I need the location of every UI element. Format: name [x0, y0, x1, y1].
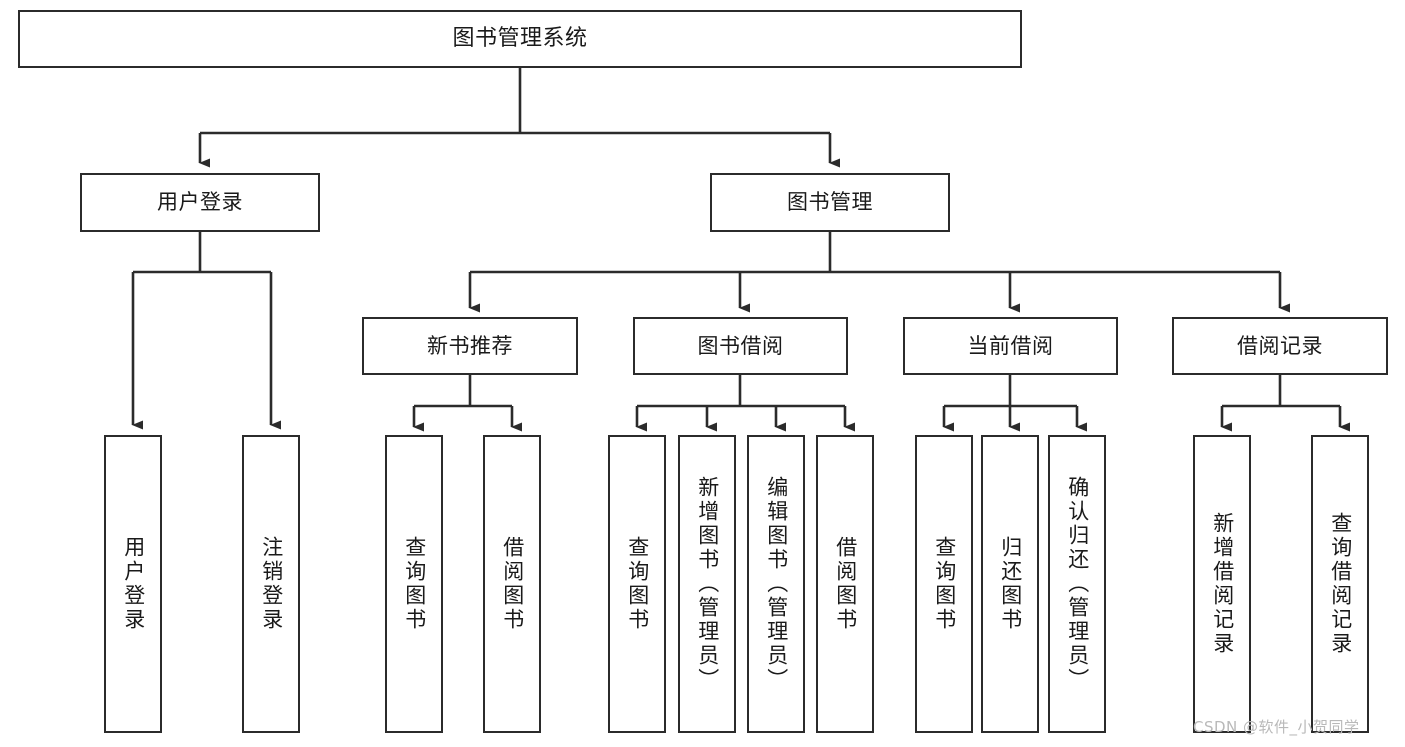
node-user-login[interactable]: 用户登录	[80, 173, 320, 232]
node-label: 借阅记录	[1237, 333, 1323, 358]
leaf-user-login-login[interactable]: 用户登录	[104, 435, 162, 733]
node-label: 图书管理系统	[452, 26, 588, 52]
leaf-new-book-query[interactable]: 查询图书	[385, 435, 443, 733]
leaf-book-borrow-add[interactable]: 新增图书（管理员）	[678, 435, 736, 733]
node-label: 借阅图书	[500, 536, 525, 632]
node-root-system[interactable]: 图书管理系统	[18, 10, 1022, 68]
node-label: 确认归还（管理员）	[1065, 476, 1090, 692]
node-book-borrow[interactable]: 图书借阅	[633, 317, 848, 375]
node-label: 借阅图书	[833, 536, 858, 632]
node-label: 用户登录	[121, 536, 146, 632]
watermark-text: CSDN @软件_小贺同学	[1193, 718, 1360, 736]
leaf-current-borrow-confirm-return[interactable]: 确认归还（管理员）	[1048, 435, 1106, 733]
leaf-current-borrow-return[interactable]: 归还图书	[981, 435, 1039, 733]
node-label: 查询图书	[932, 536, 957, 632]
node-label: 新增图书（管理员）	[695, 476, 720, 692]
leaf-user-login-logout[interactable]: 注销登录	[242, 435, 300, 733]
node-label: 图书借阅	[697, 333, 784, 358]
node-label: 查询图书	[625, 536, 650, 632]
leaf-book-borrow-query[interactable]: 查询图书	[608, 435, 666, 733]
node-new-book-recommend[interactable]: 新书推荐	[362, 317, 578, 375]
node-borrow-record[interactable]: 借阅记录	[1172, 317, 1388, 375]
node-label: 注销登录	[259, 536, 284, 632]
node-label: 查询借阅记录	[1328, 512, 1353, 656]
leaf-borrow-record-query[interactable]: 查询借阅记录	[1311, 435, 1369, 733]
node-label: 图书管理	[787, 190, 873, 215]
node-label: 编辑图书（管理员）	[764, 476, 789, 692]
node-current-borrow[interactable]: 当前借阅	[903, 317, 1118, 375]
node-label: 查询图书	[402, 536, 427, 632]
leaf-current-borrow-query[interactable]: 查询图书	[915, 435, 973, 733]
node-book-management[interactable]: 图书管理	[710, 173, 950, 232]
node-label: 用户登录	[157, 190, 243, 215]
node-label: 当前借阅	[967, 333, 1054, 358]
leaf-book-borrow-edit[interactable]: 编辑图书（管理员）	[747, 435, 805, 733]
leaf-new-book-borrow[interactable]: 借阅图书	[483, 435, 541, 733]
node-label: 新书推荐	[427, 333, 513, 358]
leaf-book-borrow-borrow[interactable]: 借阅图书	[816, 435, 874, 733]
node-label: 归还图书	[998, 536, 1023, 632]
node-label: 新增借阅记录	[1210, 512, 1235, 656]
leaf-borrow-record-add[interactable]: 新增借阅记录	[1193, 435, 1251, 733]
